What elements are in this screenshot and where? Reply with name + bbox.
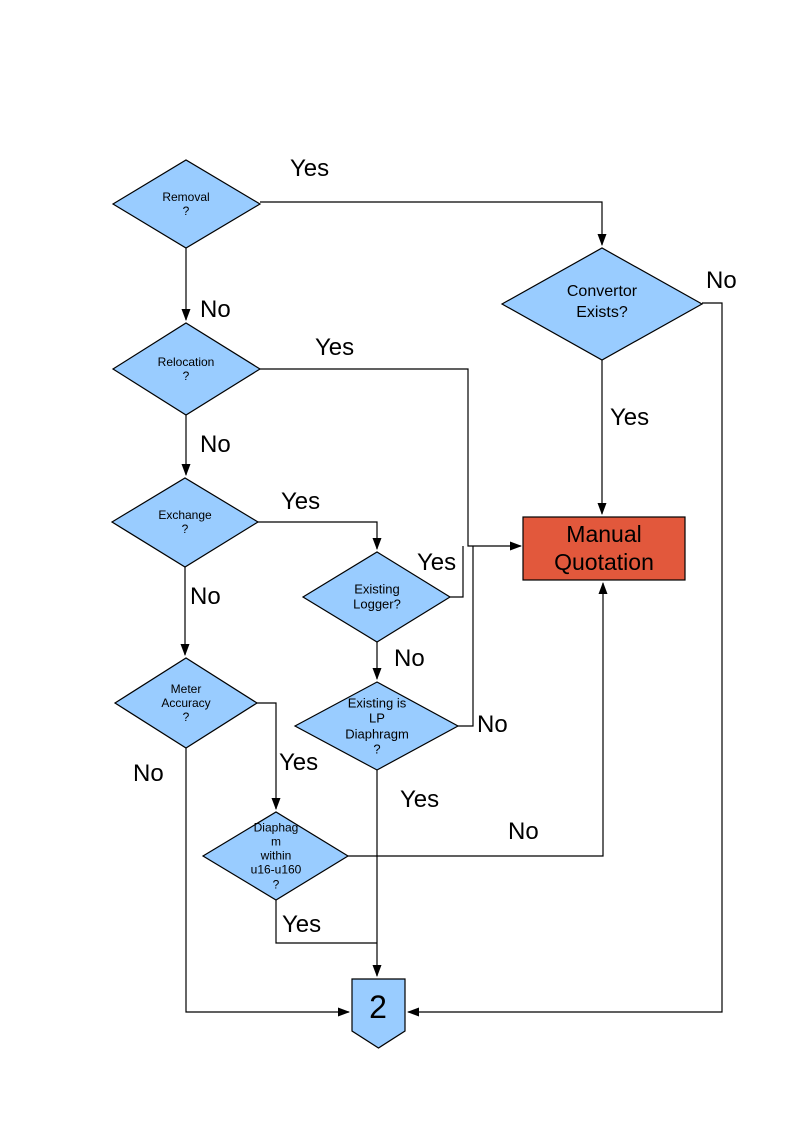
node-existing-logger-shape [301, 551, 452, 643]
node-existing-lp-diaphragm-shape [293, 681, 460, 771]
edge-meter-accuracy-no [185, 748, 350, 1017]
edge-diaphragm-within-no [348, 582, 608, 857]
node-diaphragm-within-shape [201, 811, 350, 901]
edge-diaphragm-within-yes [275, 900, 377, 944]
node-removal-shape [111, 159, 262, 249]
edge-convertor-no [407, 302, 723, 1017]
node-relocation-shape [111, 322, 262, 416]
edge-exchange-yes [258, 521, 382, 550]
edge-lp-diaphragm-no [458, 546, 474, 727]
node-manual-quotation-shape [522, 516, 686, 581]
node-exchange-shape [110, 477, 260, 568]
edge-relocation-yes [260, 368, 522, 551]
node-connector-2-shape [351, 978, 406, 1049]
node-convertor-shape [500, 247, 704, 361]
edge-meter-accuracy-yes [257, 702, 281, 810]
edge-removal-yes [260, 201, 607, 246]
edge-existing-logger-yes [450, 546, 464, 598]
node-meter-accuracy-shape [113, 657, 259, 749]
